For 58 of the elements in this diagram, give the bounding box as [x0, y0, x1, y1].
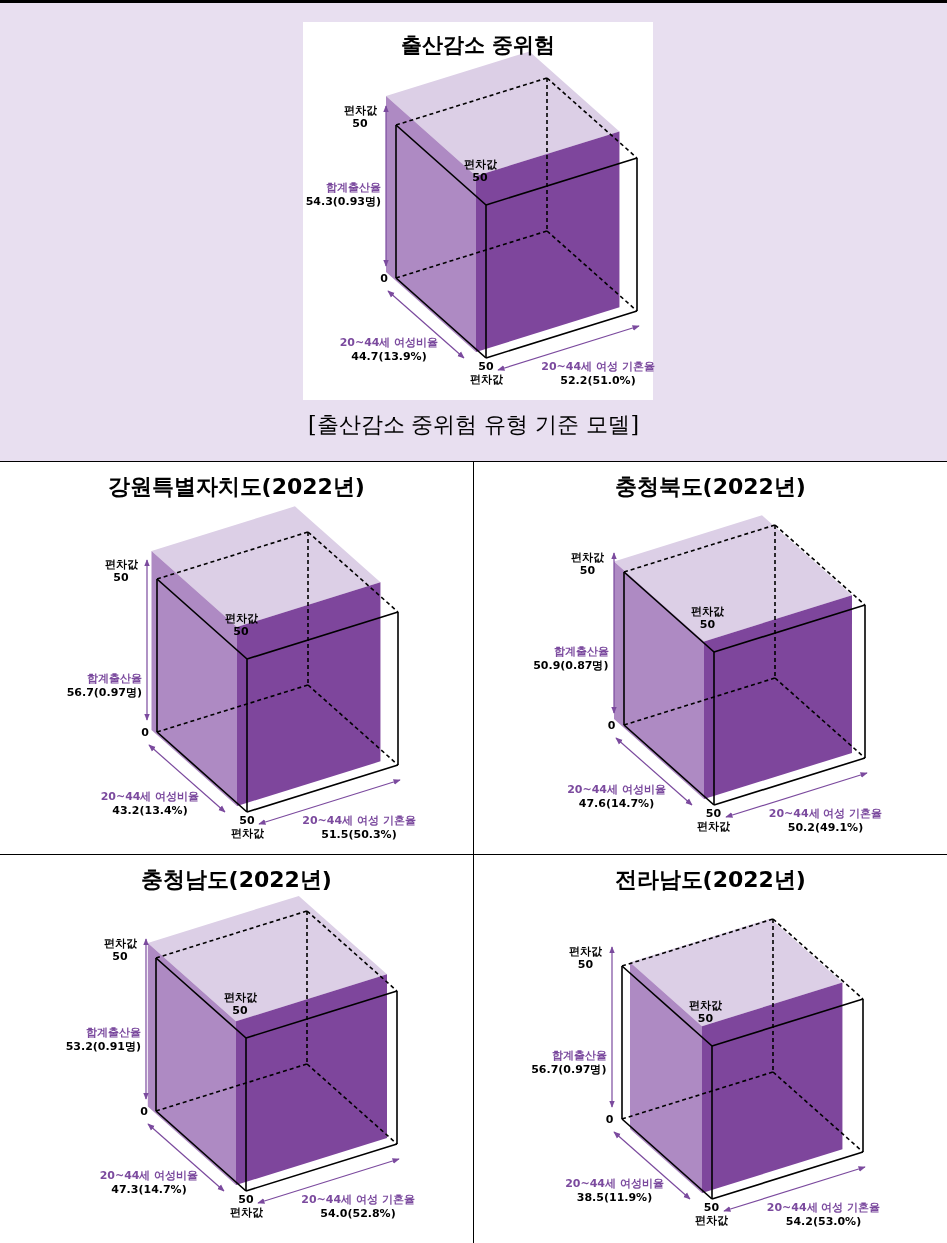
axis-tick-label: 편차값 50	[568, 945, 603, 971]
axis-value: 44.7(13.9%)	[350, 350, 428, 363]
axis-name: 20~44세 여성 기혼율	[301, 814, 417, 827]
axis-value: 47.3(14.7%)	[110, 1183, 188, 1196]
axis-tick-label: 50 편차값	[228, 1193, 264, 1219]
panel-title: 충청남도(2022년)	[139, 866, 333, 894]
axis-name: 20~44세 여성 기혼율	[540, 360, 656, 373]
axis-value: 50.2(49.1%)	[786, 821, 865, 834]
axis-tick-label: 편차값 50	[570, 551, 605, 577]
axis-value: 50.9(0.87명)	[532, 659, 609, 672]
axis-value: 47.6(14.7%)	[577, 797, 656, 810]
panel-title: 강원특별자치도(2022년)	[106, 473, 366, 501]
panel-title: 충청북도(2022년)	[613, 473, 807, 501]
axis-value: 53.2(0.91명)	[64, 1040, 141, 1053]
axis-value: 56.7(0.97명)	[65, 686, 142, 699]
axis-tick-label: 편차값 50	[342, 104, 378, 130]
axis-name: 20~44세 여성 기혼율	[767, 807, 884, 820]
axis-tick-label: 편차값 50	[688, 999, 723, 1025]
axis-name: 합계출산율	[552, 645, 609, 658]
axis-value: 38.5(11.9%)	[575, 1191, 654, 1204]
axis-name: 합계출산율	[550, 1049, 607, 1062]
axis-name: 20~44세 여성 기혼율	[765, 1201, 882, 1214]
axis-name: 20~44세 여성 기혼율	[300, 1193, 416, 1206]
axis-name: 합계출산율	[86, 672, 142, 685]
panel-title: 전라남도(2022년)	[613, 866, 807, 894]
axis-value: 56.7(0.97명)	[530, 1063, 607, 1076]
axis-tick-label: 편차값 50	[223, 612, 259, 638]
axis-tick-label: 50 편차값	[229, 814, 265, 840]
axis-tick-label: 편차값 50	[222, 991, 258, 1017]
axis-name: 20~44세 여성비율	[98, 1169, 200, 1182]
caption: [출산감소 중위험 유형 기준 모델]	[306, 411, 641, 439]
axis-value: 43.2(13.4%)	[111, 804, 189, 817]
axis-tick-label: 50 편차값	[468, 360, 504, 386]
axis-tick-label: 편차값 50	[103, 558, 139, 584]
axis-name: 합계출산율	[85, 1026, 141, 1039]
chart-panel	[303, 22, 653, 400]
axis-name: 20~44세 여성비율	[99, 790, 201, 803]
axis-tick-label: 편차값 50	[462, 158, 498, 184]
axis-name: 20~44세 여성비율	[564, 1177, 665, 1190]
axis-tick-label: 편차값 50	[690, 605, 725, 631]
axis-tick-label: 0	[379, 272, 389, 285]
axis-name: 합계출산율	[325, 181, 381, 194]
axis-tick-label: 50 편차값	[694, 1201, 729, 1227]
axis-value: 54.0(52.8%)	[319, 1207, 397, 1220]
axis-tick-label: 0	[140, 726, 150, 739]
axis-value: 51.5(50.3%)	[320, 828, 398, 841]
chart-panel	[0, 462, 474, 855]
axis-tick-label: 0	[604, 1113, 615, 1126]
axis-value: 54.3(0.93명)	[304, 195, 381, 208]
panel-title: 출산감소 중위험	[399, 32, 557, 59]
axis-value: 52.2(51.0%)	[559, 374, 637, 387]
axis-tick-label: 편차값 50	[102, 937, 138, 963]
axis-name: 20~44세 여성비율	[338, 336, 440, 349]
axis-value: 54.2(53.0%)	[784, 1215, 863, 1228]
axis-tick-label: 0	[139, 1105, 149, 1118]
axis-tick-label: 50 편차값	[696, 807, 731, 833]
axis-name: 20~44세 여성비율	[566, 783, 667, 796]
axis-tick-label: 0	[606, 719, 617, 732]
